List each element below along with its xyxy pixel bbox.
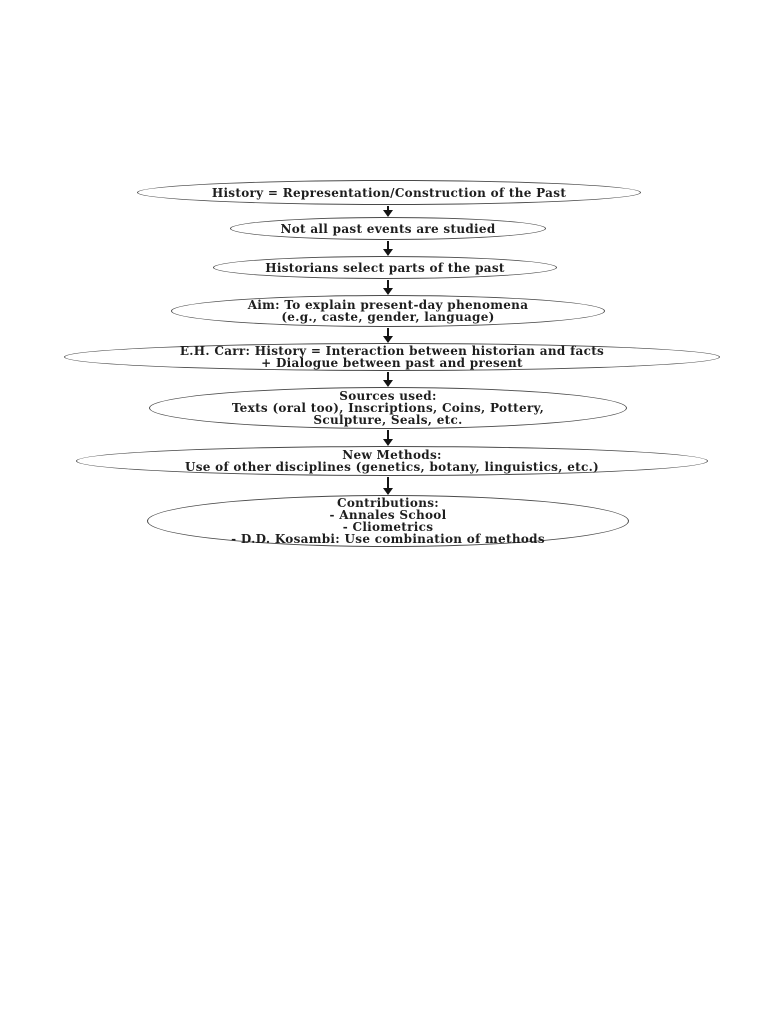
arrow-shaft — [387, 206, 389, 210]
flow-node-label: Historians select parts of the past — [265, 260, 505, 275]
flow-arrow-4-5 — [382, 328, 394, 343]
flow-arrow-2-3 — [382, 241, 394, 256]
arrow-shaft — [387, 241, 389, 249]
flow-node-label: Sources used: Texts (oral too), Inscript… — [231, 389, 545, 427]
arrow-head-icon — [383, 488, 393, 495]
flow-node-history-definition: History = Representation/Construction of… — [137, 180, 641, 205]
arrow-head-icon — [383, 439, 393, 446]
flow-node-label: New Methods: Use of other disciplines (g… — [184, 448, 600, 474]
arrow-head-icon — [383, 288, 393, 295]
flow-node-label: History = Representation/Construction of… — [211, 185, 567, 200]
flow-node-not-all-events: Not all past events are studied — [230, 217, 546, 240]
flow-node-historians-select: Historians select parts of the past — [213, 256, 557, 279]
arrow-shaft — [387, 430, 389, 439]
arrow-shaft — [387, 328, 389, 336]
arrow-shaft — [387, 477, 389, 488]
flow-node-contributions: Contributions: - Annales School - Cliome… — [147, 495, 629, 547]
flow-arrow-5-6 — [382, 372, 394, 387]
flow-arrow-1-2 — [382, 206, 394, 217]
flow-node-label: Contributions: - Annales School - Cliome… — [231, 496, 545, 546]
arrow-shaft — [387, 372, 389, 380]
flow-node-aim: Aim: To explain present-day phenomena (e… — [171, 295, 605, 327]
flow-node-sources-used: Sources used: Texts (oral too), Inscript… — [149, 387, 627, 429]
arrow-head-icon — [383, 249, 393, 256]
arrow-head-icon — [383, 336, 393, 343]
flow-arrow-7-8 — [382, 477, 394, 495]
flow-node-label: Not all past events are studied — [280, 221, 496, 236]
flow-arrow-3-4 — [382, 280, 394, 295]
flow-arrow-6-7 — [382, 430, 394, 446]
flow-node-label: Aim: To explain present-day phenomena (e… — [247, 298, 529, 324]
arrow-head-icon — [383, 380, 393, 387]
flow-node-eh-carr: E.H. Carr: History = Interaction between… — [64, 343, 720, 371]
arrow-head-icon — [383, 210, 393, 217]
flow-node-label: E.H. Carr: History = Interaction between… — [179, 344, 605, 370]
flow-node-new-methods: New Methods: Use of other disciplines (g… — [76, 446, 708, 476]
arrow-shaft — [387, 280, 389, 288]
